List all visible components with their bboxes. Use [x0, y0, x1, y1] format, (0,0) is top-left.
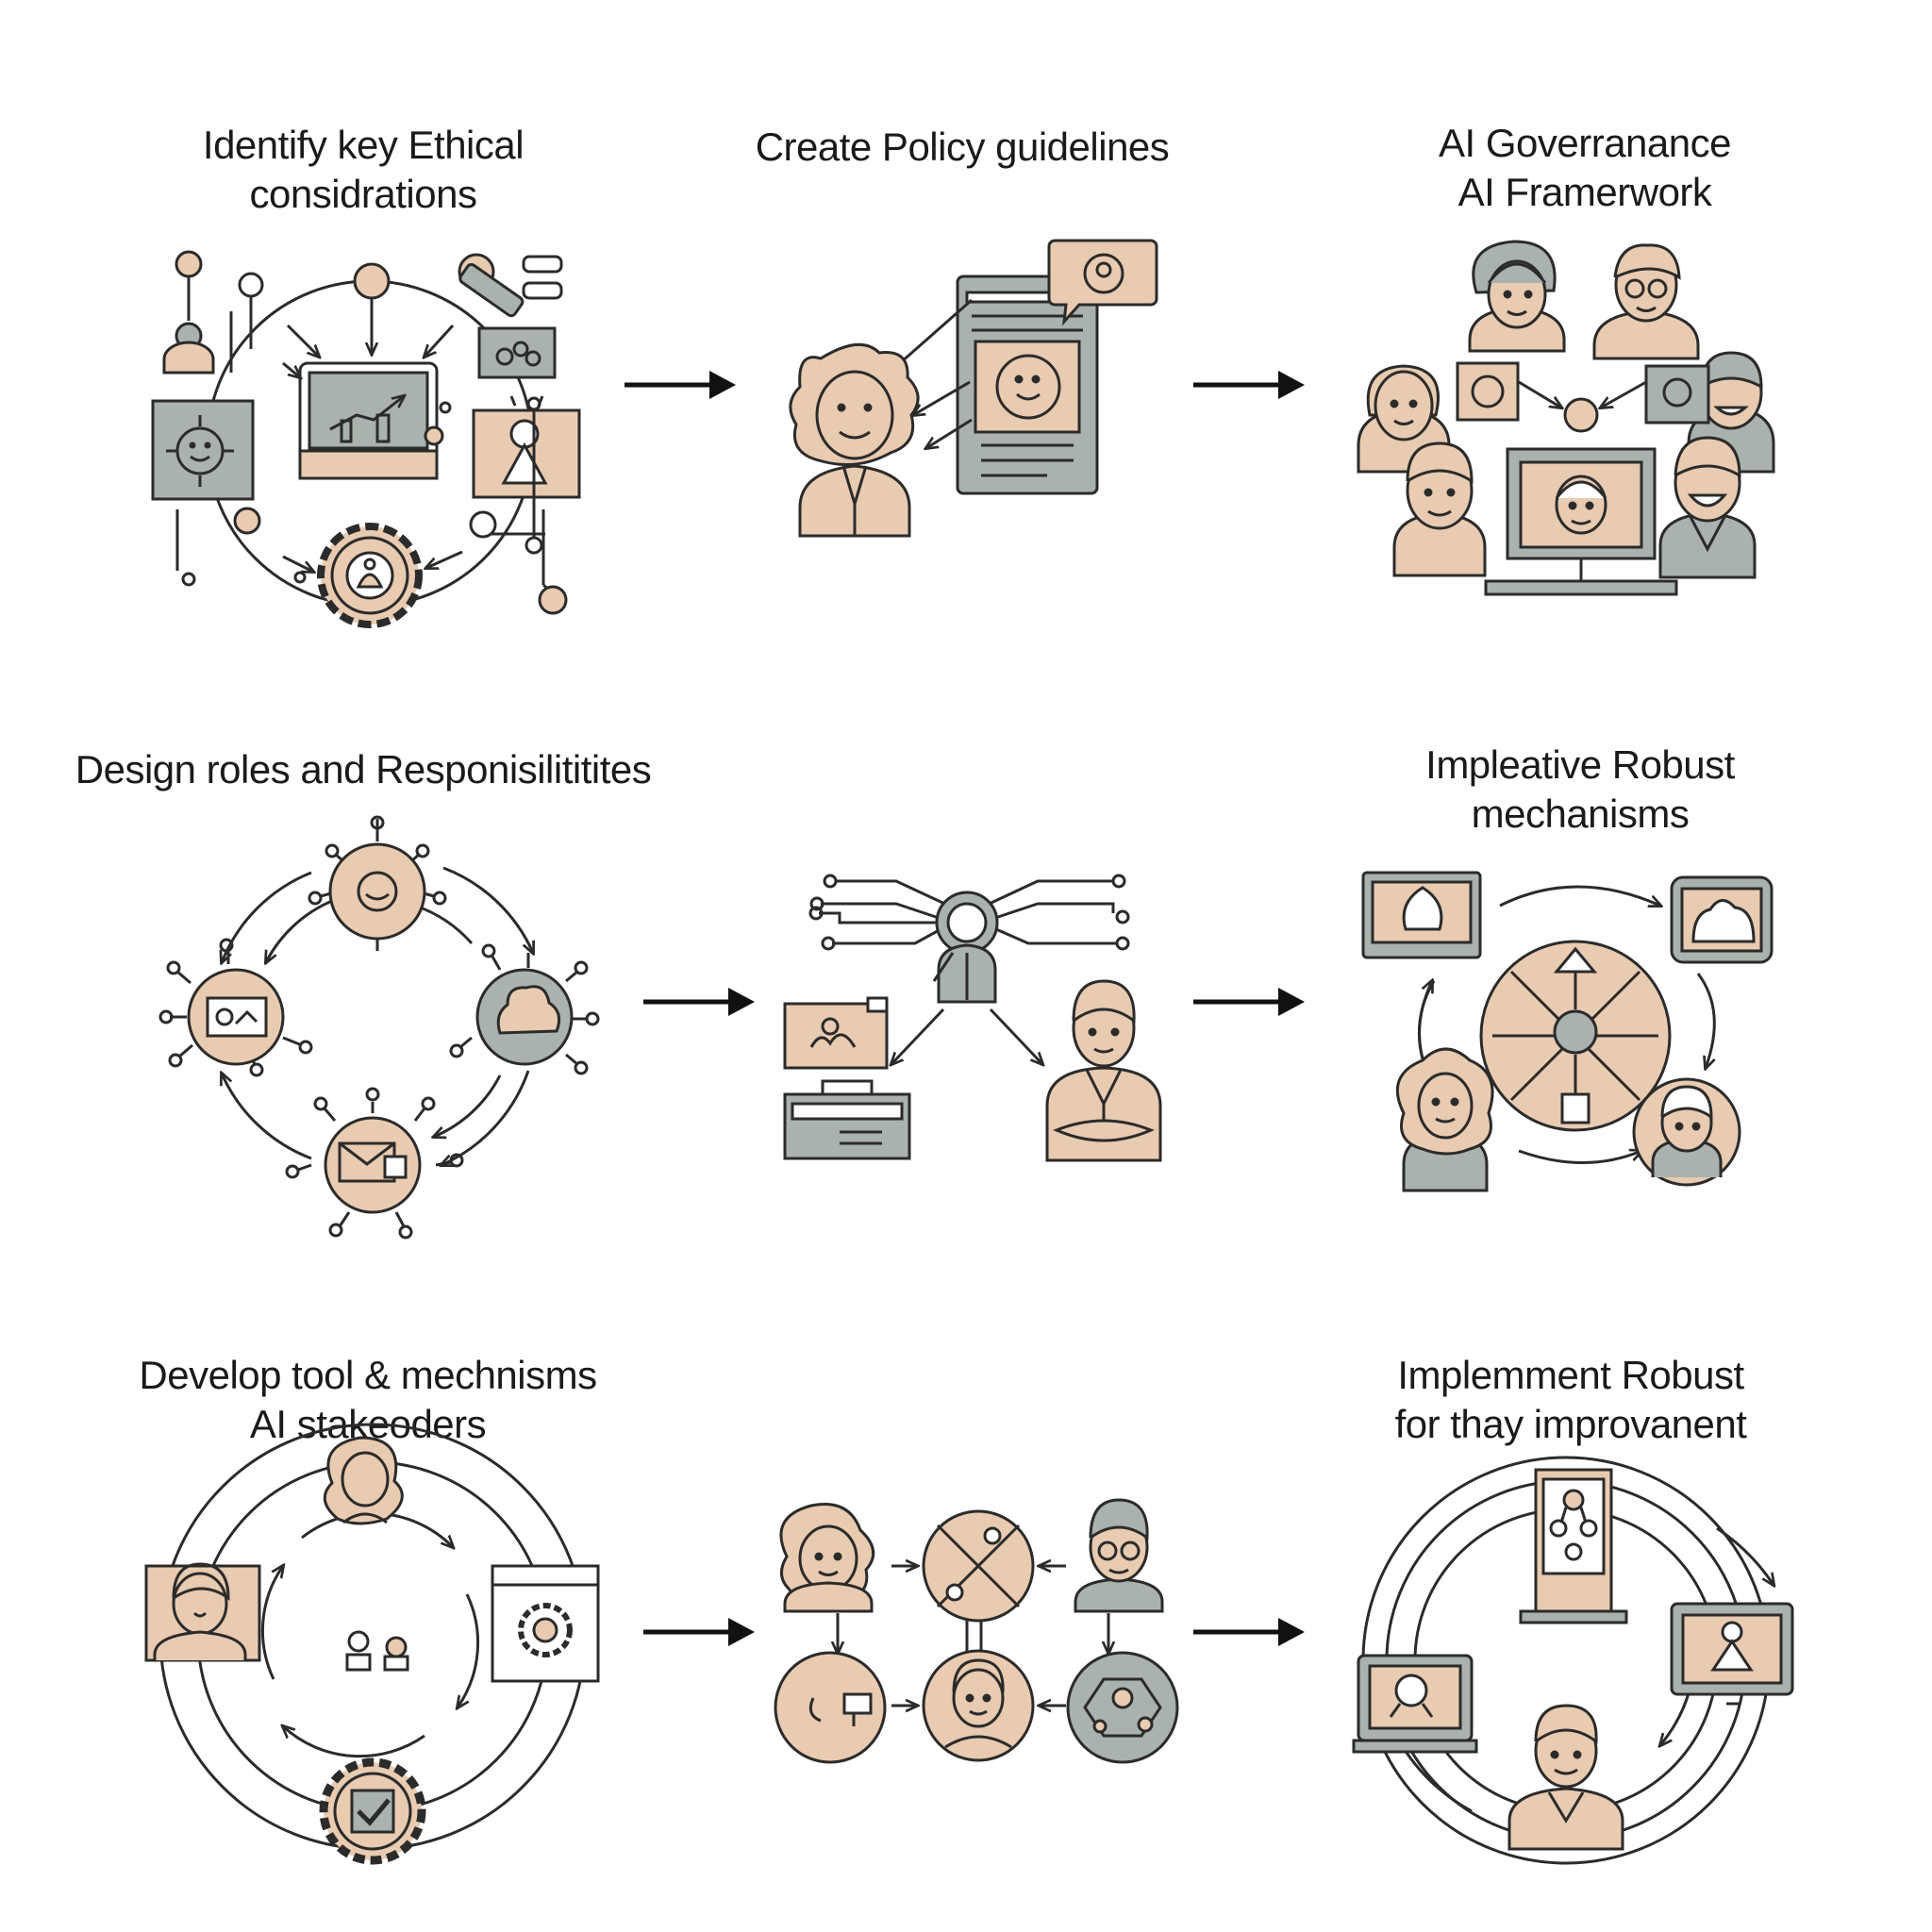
flow-arrow-8-9: [1193, 1618, 1305, 1646]
role-node-right: [449, 943, 600, 1075]
policy-document-icon: [789, 239, 1158, 538]
role-node-top: [308, 815, 447, 951]
step-9-title: Implemment Robust for thay improvanent: [1394, 1353, 1747, 1446]
step-3-title: AI Goverranance AI Framerwork: [1438, 121, 1732, 214]
ethics-network-icon: [151, 250, 581, 628]
step-4-title: Design roles and Responisilititites: [75, 747, 652, 791]
roles-cycle-icon: [158, 815, 600, 1240]
continuous-improvement-icon: [1352, 1456, 1794, 1865]
flow-arrow-7-8: [643, 1618, 755, 1646]
robust-mechanisms-icon: [1361, 871, 1774, 1192]
step-2-title: Create Policy guidelines: [755, 125, 1170, 169]
collaboration-grid-icon: [774, 1498, 1179, 1764]
role-node-bottom: [285, 1087, 464, 1240]
step-6-title: Impleative Robust mechanisms: [1425, 742, 1735, 836]
flow-arrows: [625, 371, 1305, 1646]
stakeholder-tools-icon: [144, 1423, 600, 1865]
step-1-title: Identify key Ethical considrations: [202, 123, 525, 216]
responsibility-hub-icon: [783, 874, 1162, 1162]
flow-arrow-2-3: [1193, 371, 1305, 399]
flow-arrow-5-6: [1193, 988, 1305, 1016]
governance-team-icon: [1357, 240, 1775, 596]
flow-arrow-4-5: [643, 988, 755, 1016]
role-node-left: [158, 938, 313, 1077]
flow-arrow-1-2: [625, 371, 736, 399]
